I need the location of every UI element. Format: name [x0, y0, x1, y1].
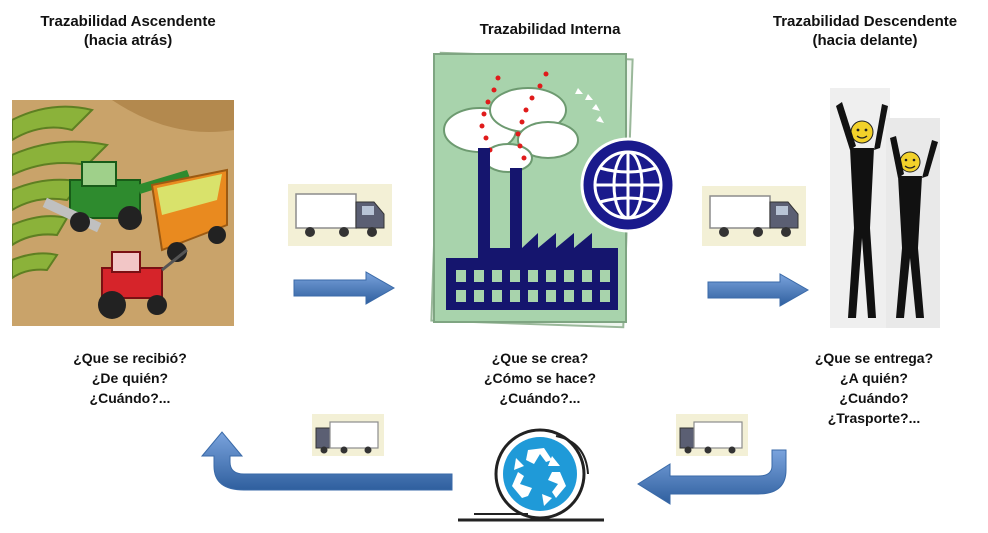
- question-text: ¿De quién?: [91, 370, 169, 386]
- title-ascendente-line2: (hacia atrás): [83, 32, 173, 49]
- question-text: ¿Cómo se hace?: [483, 370, 597, 386]
- arrow-icon-right-1: [292, 270, 396, 306]
- title-interna-line1: Trazabilidad Interna: [479, 21, 621, 38]
- factory-icon: [428, 48, 638, 330]
- title-ascendente: Trazabilidad Ascendente (hacia atrás): [8, 12, 248, 50]
- question-text: ¿A quién?: [840, 370, 908, 386]
- question-text: ¿Cuándo?...: [89, 390, 171, 406]
- farm-harvest-icon: [12, 100, 234, 326]
- title-descendente-line2: (hacia delante): [812, 32, 918, 49]
- questions-ascendente: ¿Que se recibió? ¿De quién? ¿Cuándo?...: [30, 348, 230, 408]
- title-descendente-line1: Trazabilidad Descendente: [772, 13, 958, 30]
- questions-interna: ¿Que se crea? ¿Cómo se hace? ¿Cuándo?...: [440, 348, 640, 408]
- question-text: ¿Trasporte?...: [827, 410, 921, 426]
- title-descendente: Trazabilidad Descendente (hacia delante): [742, 12, 988, 50]
- truck-icon-left: [288, 184, 392, 246]
- questions-descendente: ¿Que se entrega? ¿A quién? ¿Cuándo? ¿Tra…: [774, 348, 974, 428]
- truck-icon-bottom-left: [312, 414, 384, 456]
- arrow-icon-return-right: [636, 448, 788, 506]
- question-text: ¿Que se entrega?: [814, 350, 934, 366]
- globe-icon: [576, 136, 680, 234]
- truck-icon-right: [702, 186, 806, 246]
- title-interna: Trazabilidad Interna: [440, 20, 660, 39]
- arrow-icon-right-2: [706, 272, 810, 308]
- truck-icon-bottom-right: [676, 414, 748, 456]
- people-icon: [830, 88, 940, 328]
- question-text: ¿Que se crea?: [491, 350, 589, 366]
- title-ascendente-line1: Trazabilidad Ascendente: [40, 13, 216, 30]
- recycle-icon: [456, 420, 606, 528]
- question-text: ¿Cuándo?...: [499, 390, 581, 406]
- question-text: ¿Cuándo?: [839, 390, 909, 406]
- question-text: ¿Que se recibió?: [73, 350, 187, 366]
- arrow-icon-return-left: [200, 428, 456, 498]
